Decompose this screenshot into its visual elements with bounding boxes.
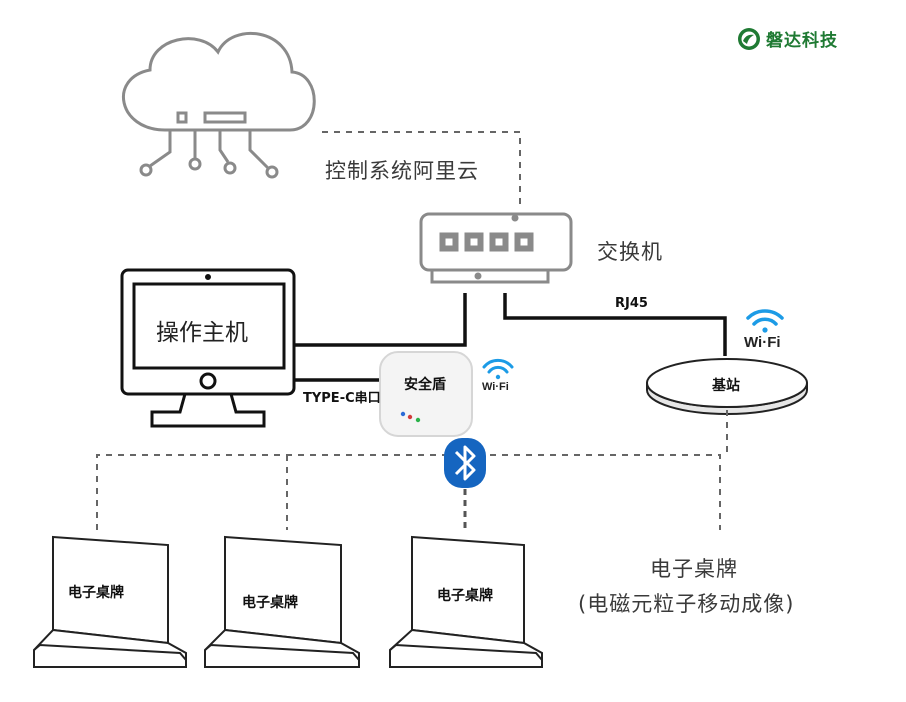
brand-name: 磐达科技 [766,31,838,51]
network-switch-icon [419,212,573,284]
brand-logo-icon [738,27,760,50]
tablets-caption-title: 电子桌牌 [650,557,738,581]
bluetooth-icon [444,438,486,488]
tablet-icon [33,535,187,668]
typec-link-label: TYPE-C串口 [303,391,381,406]
wired-links [294,293,727,382]
base-station-icon [646,358,808,415]
gateway-box-icon [379,351,473,437]
brand-logo: 磐达科技 [737,26,838,51]
cloud-server-icon [122,31,316,179]
bluetooth-bus [96,410,728,530]
tablet-label: 电子桌牌 [68,585,124,601]
switch-label: 交换机 [597,240,663,264]
cloud-label: 控制系统阿里云 [325,159,479,183]
cloud-switch-link [322,131,521,208]
wifi-icon [746,309,784,333]
wifi-icon [482,358,514,380]
wifi-shield-label: Wi·Fi [482,381,509,393]
base-station-label: 基站 [712,378,740,394]
tablet-icon [204,535,360,668]
shield-label: 安全盾 [404,377,446,393]
host-label: 操作主机 [156,320,248,346]
monitor-icon [120,268,296,428]
wifi-base-label: Wi·Fi [744,334,781,351]
tablet-label: 电子桌牌 [242,595,298,611]
tablets-caption-subtitle: (电磁元粒子移动成像) [578,592,795,616]
tablet-label: 电子桌牌 [437,588,493,604]
rj45-link-label: RJ45 [615,296,648,311]
tablet-icon [389,535,543,668]
